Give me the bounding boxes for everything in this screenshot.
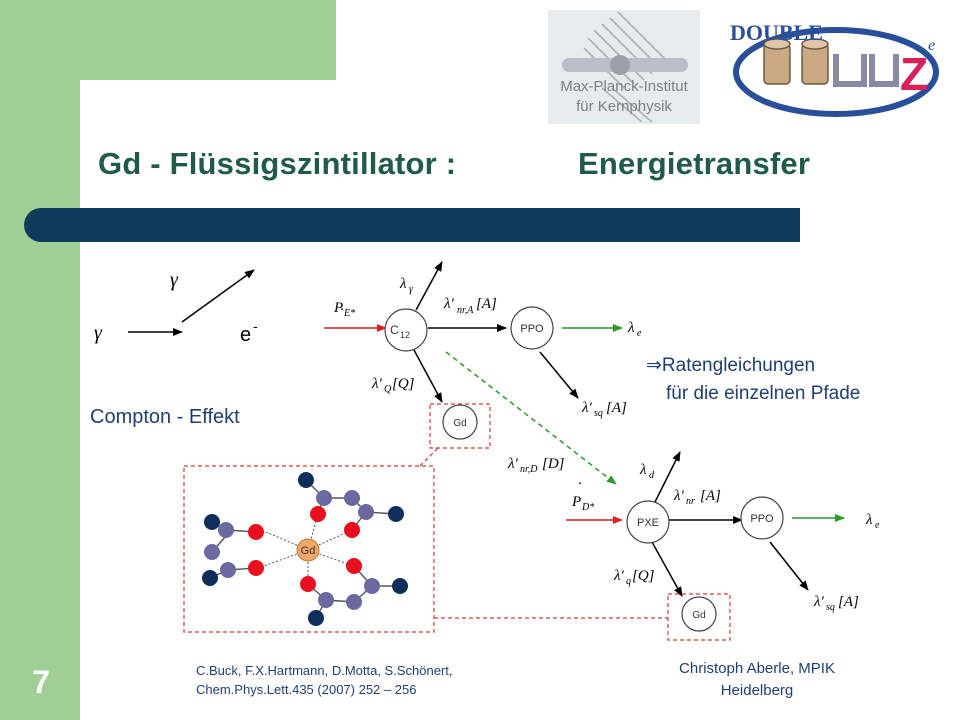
p-e-label: P xyxy=(333,300,343,316)
lambda-e-bottom: λ xyxy=(865,512,873,528)
p-d-label: P xyxy=(571,494,581,510)
mpik-emblem-icon xyxy=(562,11,688,123)
pxe-to-gd-arrow xyxy=(651,541,683,597)
slide-title: Gd - Flüssigszintillator : Energietransf… xyxy=(98,146,810,182)
author: Christoph Aberle, MPIK Heidelberg xyxy=(632,658,882,702)
lambda-nr-d-sub: nr,D xyxy=(520,464,538,475)
author-line2: Heidelberg xyxy=(720,682,794,699)
rate-note-line1: Ratengleichungen xyxy=(661,355,816,376)
c12-sub: 12 xyxy=(400,330,410,340)
gd-top-box xyxy=(429,403,491,449)
gd-bottom-node xyxy=(681,596,717,632)
ppo-bottom-node xyxy=(740,496,784,540)
lambda-gamma-sub: γ xyxy=(409,284,414,295)
c12-gamma-arrow xyxy=(415,261,443,311)
lambda-q-top-sub: Q xyxy=(384,384,392,395)
lambda-sq-top-sub: sq xyxy=(594,408,603,419)
pxe-label: PXE xyxy=(637,517,659,529)
double-chooz-logo: DOUBLE Z e xyxy=(730,20,939,117)
gd-complex-box xyxy=(183,465,435,633)
p-e-sub: E* xyxy=(343,308,355,319)
gd-top-connector xyxy=(419,447,439,467)
ppo-top-node xyxy=(510,306,554,350)
ppo-top-quench-arrow xyxy=(539,351,579,399)
c12-label: C xyxy=(390,323,399,337)
mpik-name-line2: für Kernphysik xyxy=(576,98,672,115)
lambda-sq-bottom: λ' xyxy=(813,594,824,610)
lambda-nr-bottom: λ' xyxy=(673,488,684,504)
mpik-logo: Max-Planck-Institut für Kernphysik xyxy=(548,10,700,124)
scattered-gamma-arrow xyxy=(181,269,255,323)
lambda-nr-a: λ' xyxy=(443,296,454,312)
title-left: Gd - Flüssigszintillator : xyxy=(98,146,457,181)
compton-effect-label: Compton - Effekt xyxy=(90,406,240,428)
ppo-bottom-label: PPO xyxy=(750,513,774,525)
double-word: DOUBLE xyxy=(730,20,823,45)
lambda-q-bottom-bracket: [Q] xyxy=(632,568,655,584)
lambda-nr-a-bracket: [A] xyxy=(476,296,497,312)
c12-to-gd-arrow xyxy=(413,349,443,403)
gd-complex-label: Gd xyxy=(301,545,316,557)
title-underline-bar xyxy=(24,208,800,242)
lambda-nr-d: λ' xyxy=(507,456,518,472)
nu-e-letter: e xyxy=(928,37,935,54)
lambda-sq-bottom-sub: sq xyxy=(826,602,835,613)
lambda-e-top: λ xyxy=(627,320,635,336)
gd-complex-molecule: Gd xyxy=(202,472,408,626)
reference-line1: C.Buck, F.X.Hartmann, D.Motta, S.Schöner… xyxy=(196,663,453,678)
lambda-nr-d-bracket: [D] xyxy=(542,456,565,472)
author-line1: Christoph Aberle, MPIK xyxy=(679,660,835,677)
lambda-e-top-sub: e xyxy=(637,328,642,339)
pxe-decay-arrow xyxy=(653,451,681,505)
lambda-d: λ xyxy=(639,462,647,478)
lambda-sq-top: λ' xyxy=(581,400,592,416)
lambda-e-bottom-sub: e xyxy=(875,520,880,531)
p-d-sub: D* xyxy=(581,502,594,513)
gd-bottom-label: Gd xyxy=(692,610,705,621)
p-e-dot: · xyxy=(340,302,344,318)
gd-bottom-box xyxy=(667,593,731,641)
c12-node xyxy=(384,308,428,352)
gamma-in-label: γ xyxy=(94,322,103,344)
lambda-sq-bottom-bracket: [A] xyxy=(838,594,859,610)
lambda-d-sub: d xyxy=(649,470,655,481)
top-green-band xyxy=(0,0,336,80)
z-letter: Z xyxy=(900,48,928,100)
title-right: Energietransfer xyxy=(578,146,811,181)
ppo-top-label: PPO xyxy=(520,323,544,335)
lambda-q-bottom-sub: q xyxy=(626,576,631,587)
reference-line2: Chem.Phys.Lett.435 (2007) 252 – 256 xyxy=(196,682,417,697)
p-d-dot: · xyxy=(578,476,582,492)
lambda-q-bottom: λ' xyxy=(613,568,624,584)
ppo-bottom-quench-arrow xyxy=(769,541,809,591)
lambda-nr-bottom-bracket: [A] xyxy=(700,488,721,504)
pxe-node xyxy=(626,500,670,544)
rate-equations-note: ⇒Ratengleichungen für die einzelnen Pfad… xyxy=(646,352,860,408)
gd-top-label: Gd xyxy=(453,418,466,429)
electron-charge-sup: - xyxy=(253,318,258,334)
gamma-out-label: γ xyxy=(170,269,179,291)
electron-label: e xyxy=(240,324,251,346)
mpik-name-line1: Max-Planck-Institut xyxy=(560,78,688,95)
lambda-q-top-bracket: [Q] xyxy=(392,376,415,392)
lambda-nr-a-sub: nr,A xyxy=(457,305,474,316)
reference: C.Buck, F.X.Hartmann, D.Motta, S.Schöner… xyxy=(196,661,452,699)
lambda-sq-top-bracket: [A] xyxy=(606,400,627,416)
rate-note-line2: für die einzelnen Pfade xyxy=(666,383,861,404)
implies-arrow-icon: ⇒ xyxy=(646,355,662,376)
lambda-nr-bottom-sub: nr xyxy=(686,496,695,507)
slide-number: 7 xyxy=(32,664,50,700)
lambda-gamma: λ xyxy=(399,276,407,292)
left-green-band xyxy=(0,0,80,720)
gd-top-node xyxy=(442,404,478,440)
lambda-q-top: λ' xyxy=(371,376,382,392)
